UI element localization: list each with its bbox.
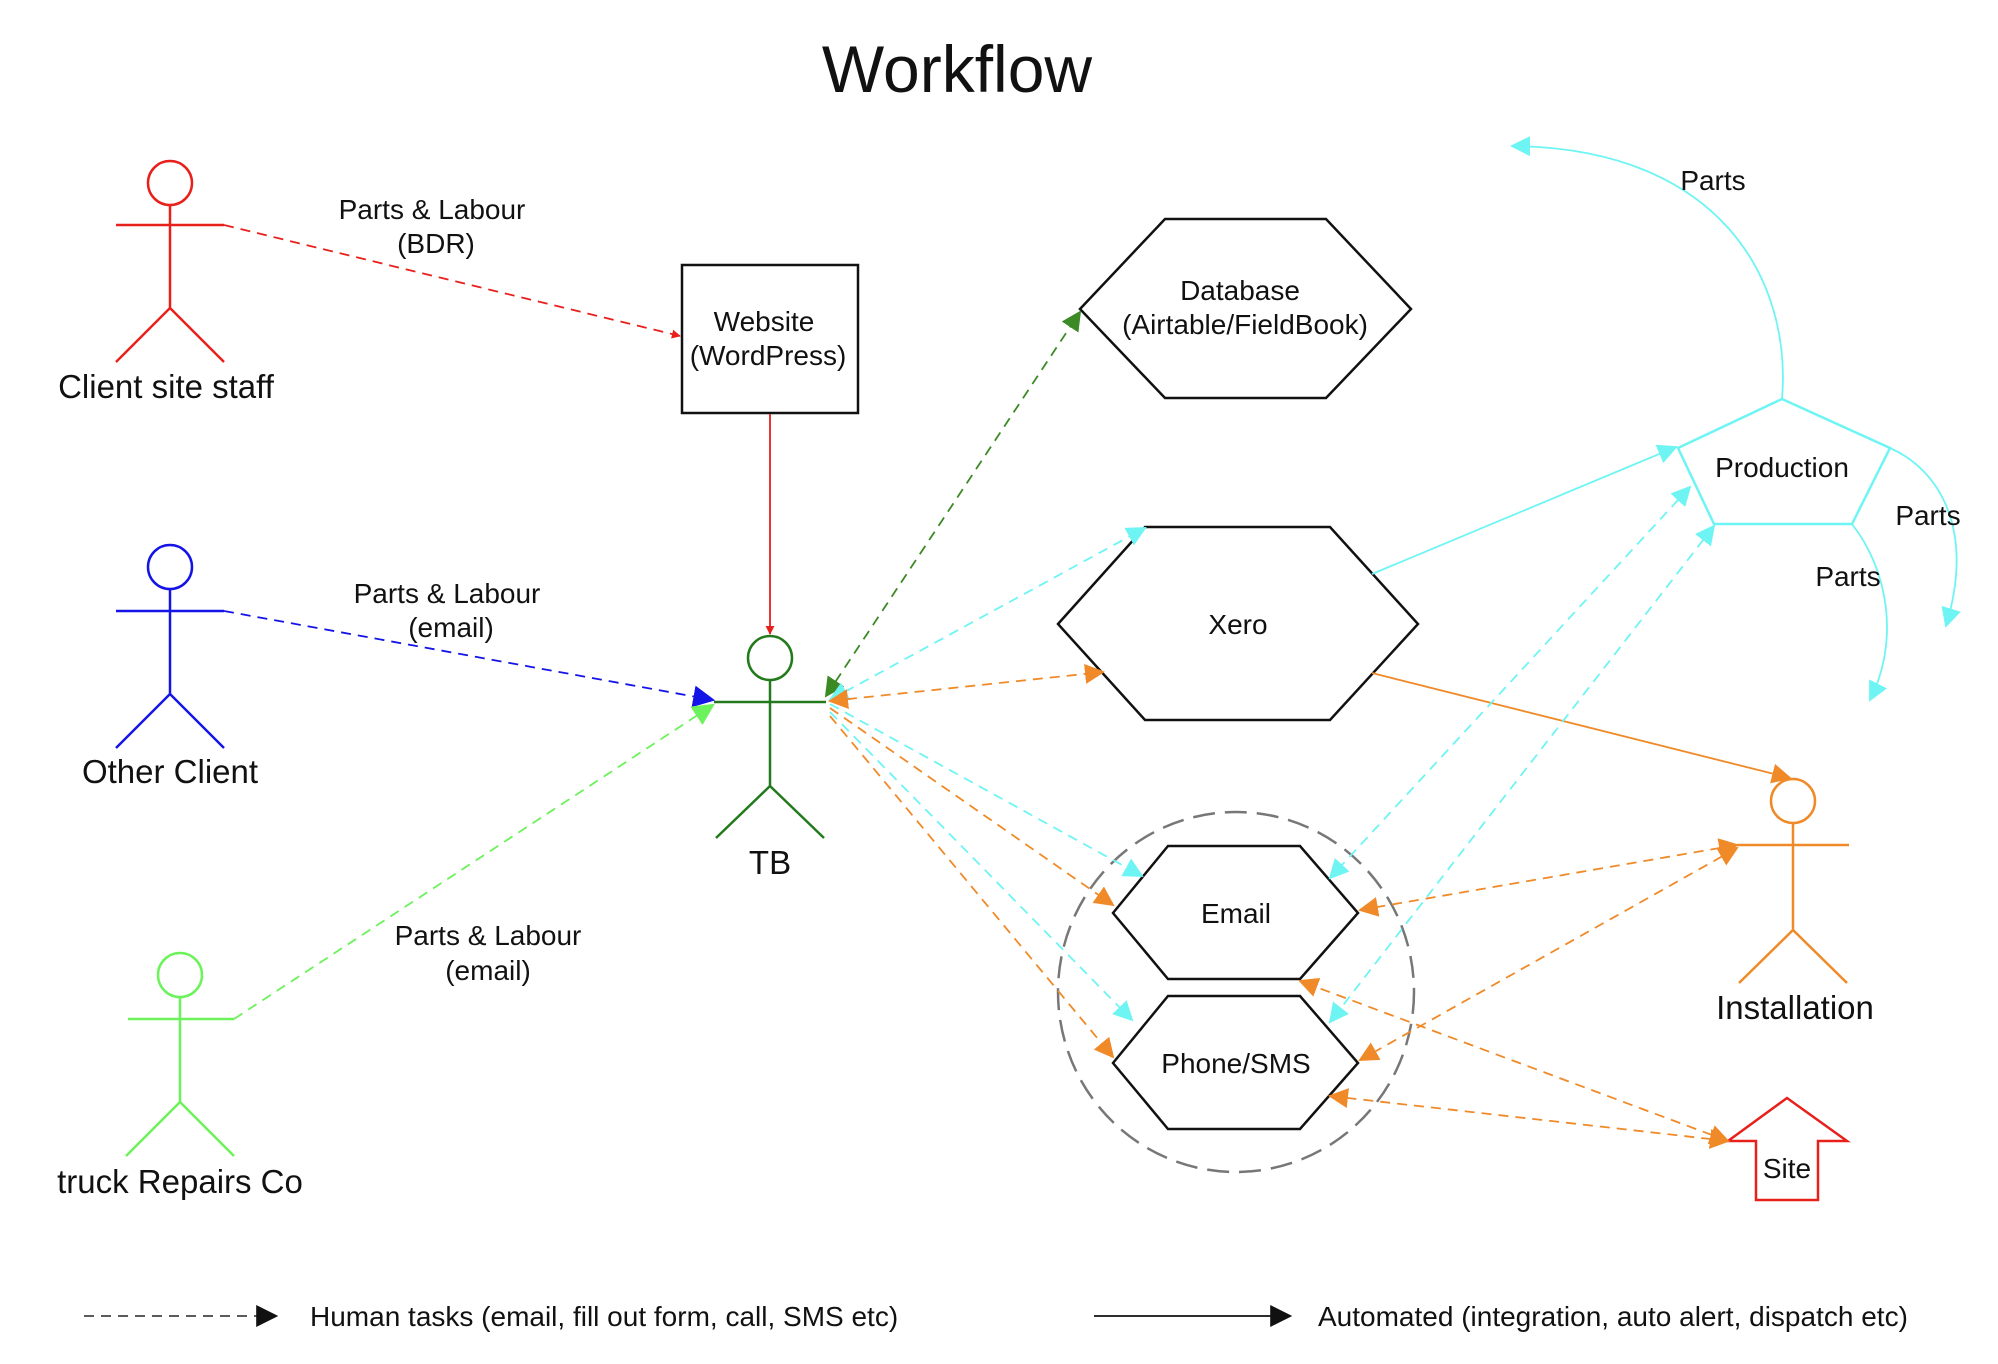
node-website-line2: (WordPress) (690, 340, 847, 371)
legend: Human tasks (email, fill out form, call,… (84, 1301, 1908, 1332)
edge-production-parts-lower (1851, 523, 1888, 702)
edge-label-parts-lower: Parts (1815, 561, 1880, 592)
edge-label-parts-right: Parts (1895, 500, 1960, 531)
edge-staff-to-website (223, 224, 681, 339)
node-website: Website (WordPress) (680, 263, 860, 415)
edge-tb-database (824, 310, 1082, 698)
node-phone-sms: Phone/SMS (1111, 994, 1360, 1131)
actor-label-installation: Installation (1716, 989, 1874, 1026)
node-xero-label: Xero (1208, 609, 1267, 640)
edge-other-client-to-tb (223, 610, 716, 708)
edge-label-repairs-line2: (email) (445, 955, 531, 986)
node-phone-sms-label: Phone/SMS (1161, 1048, 1310, 1079)
edge-label-parts-top: Parts (1680, 165, 1745, 196)
actor-tb (714, 634, 826, 839)
actor-label-other-client: Other Client (82, 753, 258, 790)
actor-client-site-staff (115, 159, 225, 363)
edge-repairs-to-tb (233, 703, 715, 1020)
legend-automated-label: Automated (integration, auto alert, disp… (1318, 1301, 1908, 1332)
edge-production-parts-top (1510, 136, 1784, 400)
actor-truck-repairs-co (125, 951, 235, 1157)
actor-installation (1737, 777, 1849, 984)
edge-xero-to-installation (1371, 672, 1792, 784)
edge-production-parts-right (1889, 447, 1961, 628)
node-website-line1: Website (714, 306, 815, 337)
node-site-label: Site (1763, 1153, 1811, 1184)
node-production-label: Production (1715, 452, 1849, 483)
node-email-label: Email (1201, 898, 1271, 929)
actor-label-truck-repairs-co: truck Repairs Co (57, 1163, 303, 1200)
node-production: Production (1676, 397, 1892, 526)
edge-label-other-line2: (email) (408, 612, 494, 643)
edge-installation-phone (1358, 847, 1739, 1061)
node-database: Database (Airtable/FieldBook) (1078, 217, 1413, 400)
edge-tb-phone-cyan (829, 711, 1134, 1022)
edge-tb-xero-orange (828, 663, 1105, 710)
actor-other-client (115, 543, 225, 749)
edge-label-other-line1: Parts & Labour (354, 578, 541, 609)
edge-xero-to-production (1371, 444, 1678, 575)
edge-label-staff-line1: Parts & Labour (339, 194, 526, 225)
edge-tb-email-cyan (829, 703, 1144, 877)
diagram-title: Workflow (822, 32, 1092, 106)
edge-label-repairs-line1: Parts & Labour (395, 920, 582, 951)
edge-installation-email (1358, 838, 1739, 917)
node-database-line2: (Airtable/FieldBook) (1122, 309, 1368, 340)
actor-label-tb: TB (749, 844, 791, 881)
edge-production-phone (1328, 524, 1716, 1024)
edge-tb-email-orange (829, 707, 1115, 907)
edge-tb-phone-orange (829, 715, 1115, 1059)
edge-site-phone (1328, 1088, 1730, 1149)
edge-production-email (1328, 485, 1692, 880)
legend-human-label: Human tasks (email, fill out form, call,… (310, 1301, 898, 1332)
edge-label-staff-line2: (BDR) (397, 228, 475, 259)
node-site: Site (1724, 1096, 1851, 1202)
node-database-line1: Database (1180, 275, 1300, 306)
node-email: Email (1111, 844, 1360, 981)
actor-label-client-site-staff: Client site staff (58, 368, 275, 405)
node-xero: Xero (1056, 525, 1420, 722)
